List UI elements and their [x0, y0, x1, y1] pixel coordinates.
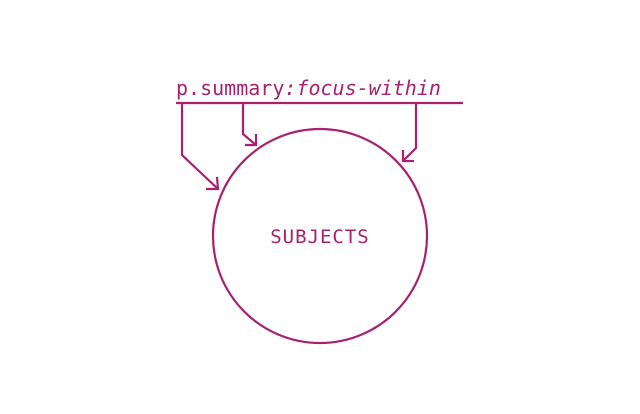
- subjects-label: SUBJECTS: [270, 226, 370, 248]
- arrow-middle-icon: [241, 103, 258, 147]
- selector-pseudo-part: :focus-within: [284, 76, 441, 100]
- selector-element-part: p.summary: [176, 76, 284, 100]
- arrow-right-icon: [401, 103, 418, 163]
- subjects-circle: [211, 127, 429, 345]
- arrow-left-icon: [180, 103, 220, 191]
- selector-text: p.summary:focus-within: [176, 76, 441, 100]
